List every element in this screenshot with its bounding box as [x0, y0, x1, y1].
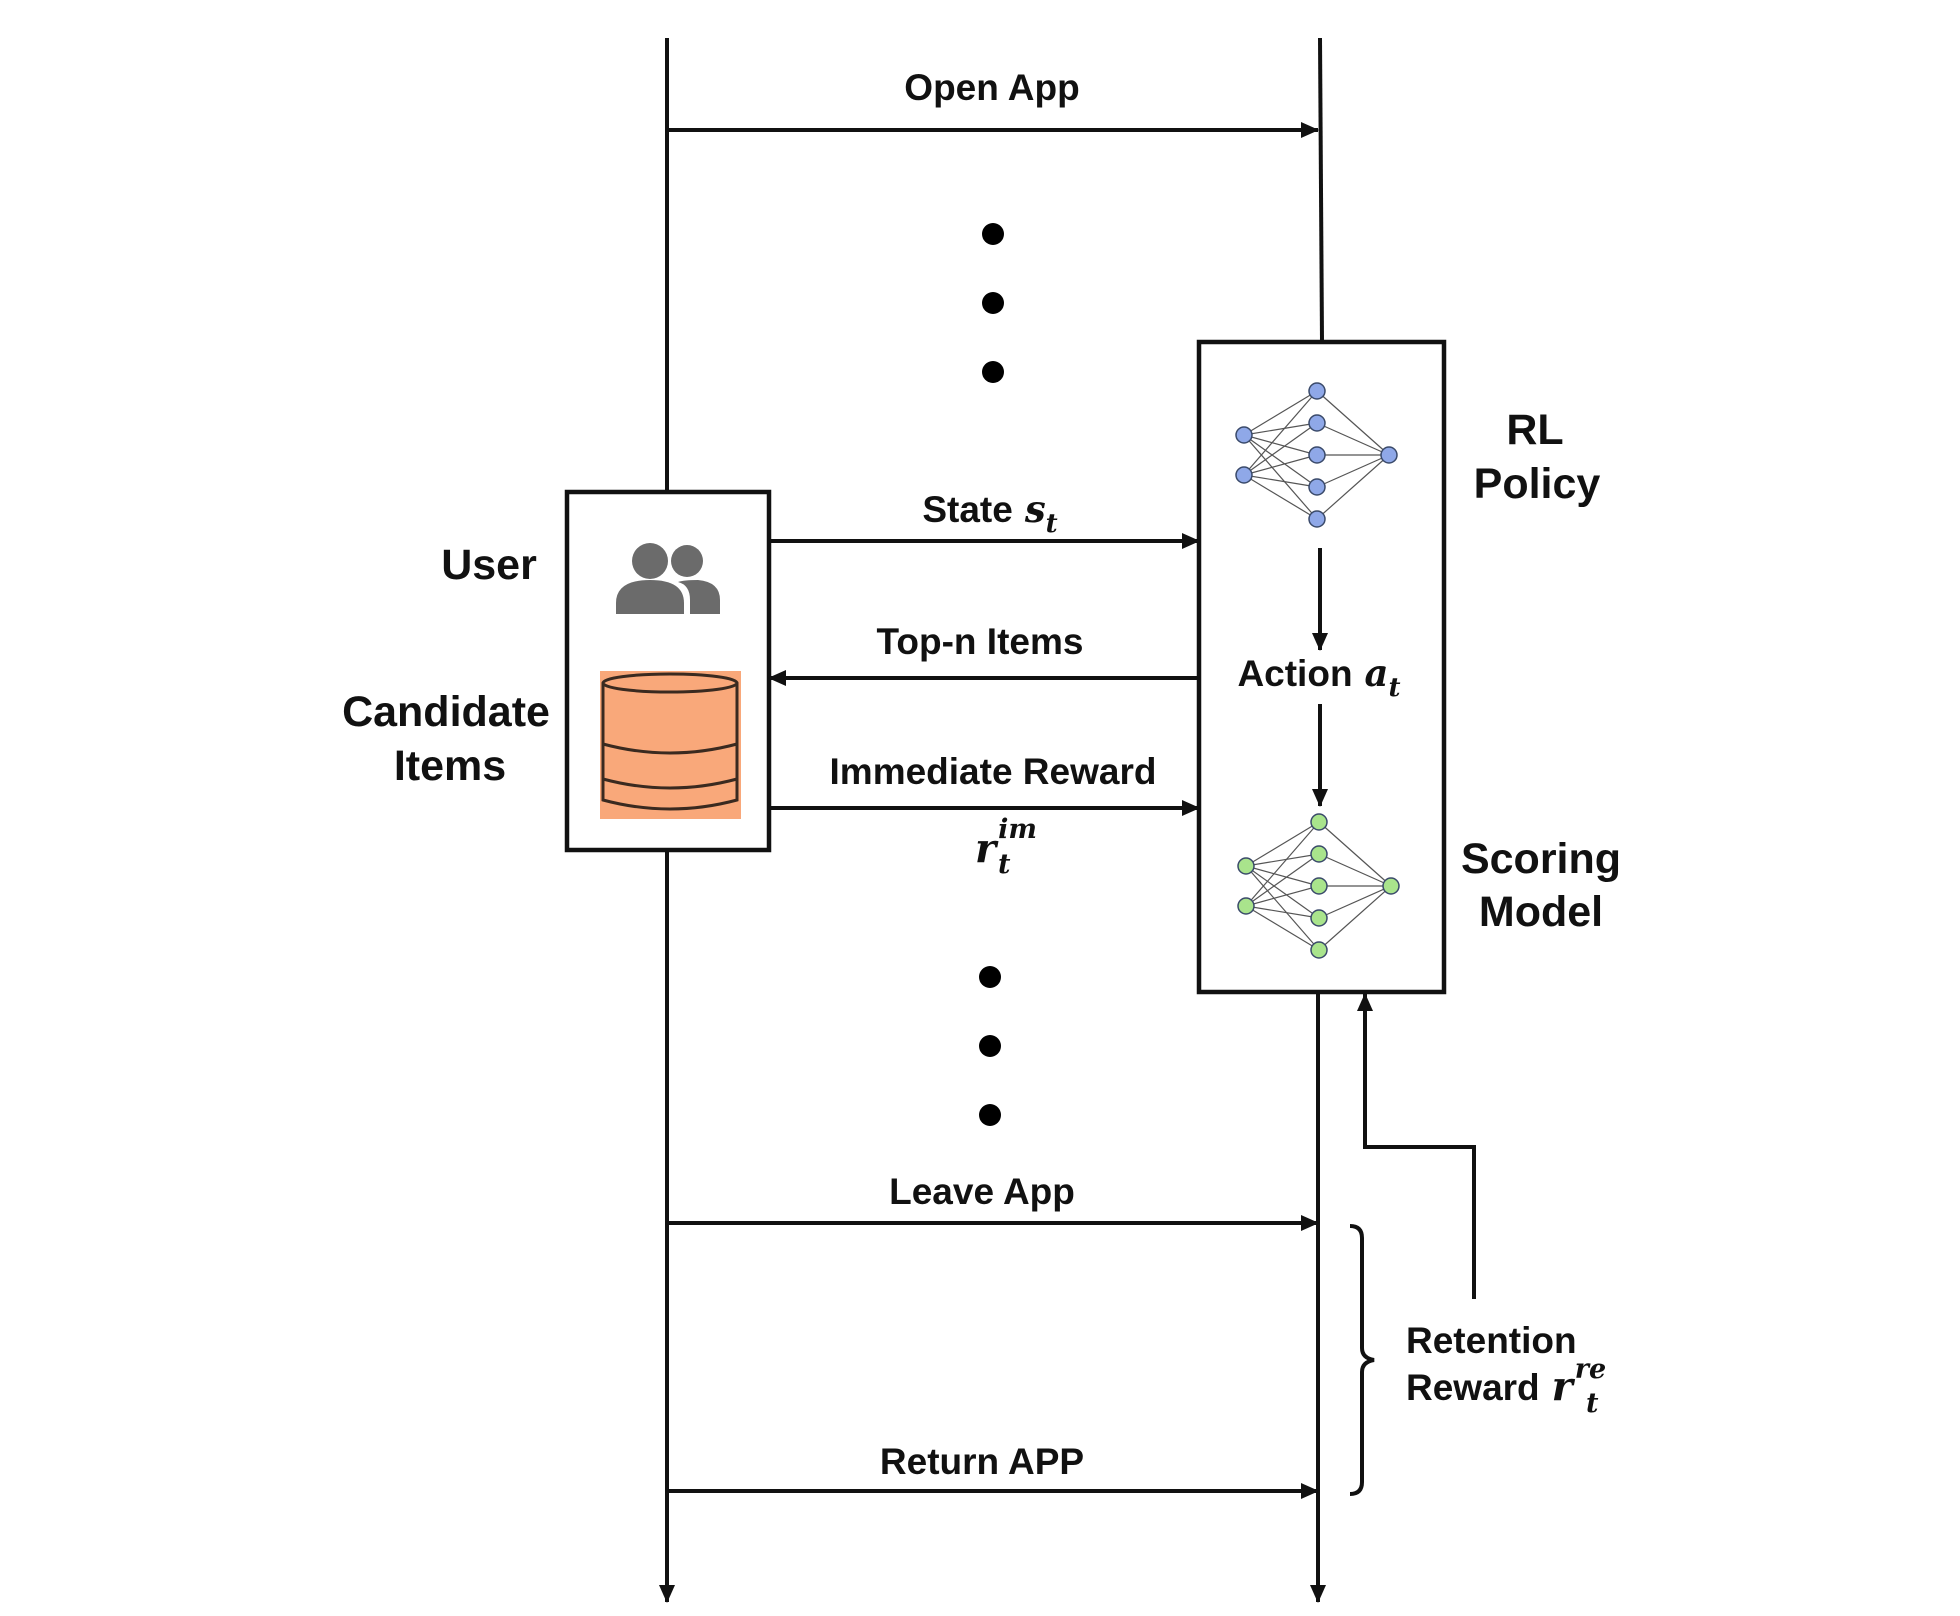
network-edge — [1243, 474, 1318, 520]
network-edge — [1318, 885, 1392, 919]
network-edge — [1243, 390, 1318, 436]
network-node — [1382, 877, 1400, 895]
network-edge — [1245, 821, 1320, 907]
neural-network-icon — [1237, 813, 1400, 959]
network-edge — [1243, 422, 1318, 476]
network-edge — [1245, 865, 1320, 887]
network-edge — [1245, 905, 1320, 919]
system-lifeline-top — [1318, 37, 1324, 343]
return-app-label: Return APP — [880, 1441, 1084, 1482]
retention-brace — [1349, 1224, 1375, 1496]
network-edge — [1245, 905, 1320, 951]
network-node — [1310, 909, 1328, 927]
candidate-items-label-line1: Candidate — [342, 688, 550, 736]
retention-reward-subscript: t — [1586, 1388, 1599, 1419]
scoring-model-label-line2: Model — [1479, 888, 1603, 936]
network-node — [1310, 877, 1328, 895]
retention-feedback-arrow — [1357, 993, 1476, 1299]
network-node — [1308, 382, 1326, 400]
network-edge — [1243, 434, 1318, 456]
network-edge — [1316, 390, 1390, 456]
database-icon — [600, 671, 741, 819]
network-node — [1308, 414, 1326, 432]
neural-network-icon — [1235, 382, 1398, 528]
scoring-model-label-line1: Scoring — [1461, 835, 1621, 883]
user-label: User — [441, 541, 537, 589]
network-node — [1235, 426, 1253, 444]
network-node — [1308, 478, 1326, 496]
immediate-reward-label: Immediate Reward — [830, 751, 1157, 792]
network-edge — [1318, 853, 1392, 887]
network-edge — [1245, 885, 1320, 907]
network-edge — [1245, 853, 1320, 907]
retention-reward-label-line1: Retention — [1406, 1320, 1577, 1361]
leave-app-label: Leave App — [889, 1171, 1075, 1212]
network-node — [1235, 466, 1253, 484]
network-edge — [1243, 422, 1318, 436]
network-node — [1308, 510, 1326, 528]
users-icon — [616, 543, 720, 614]
network-edge — [1243, 454, 1318, 476]
network-edge — [1316, 454, 1390, 488]
rl-policy-label-line2: Policy — [1474, 460, 1601, 508]
ellipsis-top — [982, 223, 1004, 383]
immediate-reward-symbol: rim — [975, 814, 1037, 872]
immediate-reward-subscript: t — [998, 849, 1011, 880]
network-node — [1237, 897, 1255, 915]
network-edge — [1243, 474, 1318, 488]
rl-policy-label-line1: RL — [1506, 406, 1563, 454]
network-edge — [1316, 454, 1390, 520]
open-app-label: Open App — [904, 67, 1079, 108]
network-edge — [1243, 434, 1318, 520]
network-node — [1308, 446, 1326, 464]
ellipsis-bottom — [979, 966, 1001, 1126]
network-edge — [1318, 885, 1392, 951]
network-node — [1310, 813, 1328, 831]
network-edge — [1318, 821, 1392, 887]
network-node — [1310, 941, 1328, 959]
network-node — [1380, 446, 1398, 464]
network-edge — [1245, 821, 1320, 867]
network-edge — [1243, 434, 1318, 488]
candidate-items-label-line2: Items — [394, 742, 506, 790]
network-edge — [1243, 390, 1318, 476]
network-edge — [1245, 865, 1320, 919]
network-edge — [1245, 853, 1320, 867]
network-edge — [1316, 422, 1390, 456]
network-node — [1310, 845, 1328, 863]
network-edge — [1245, 865, 1320, 951]
network-node — [1237, 857, 1255, 875]
top-n-items-label: Top-n Items — [877, 621, 1084, 662]
